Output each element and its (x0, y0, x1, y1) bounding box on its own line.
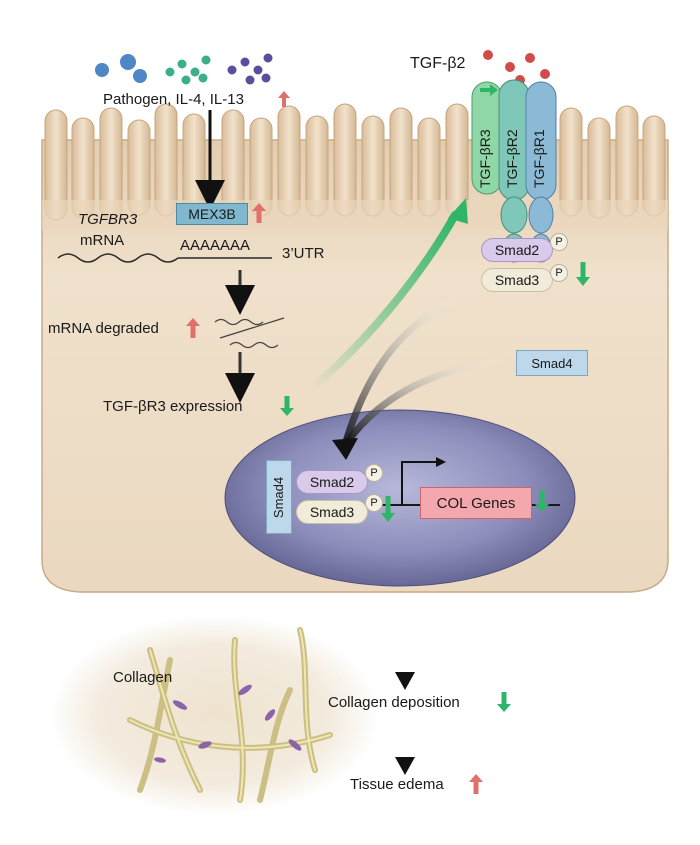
receptor-r3-label: TGF-βR3 (477, 129, 493, 188)
smad2-membrane: Smad2 (481, 238, 553, 262)
phospho-smad2-membrane: P (550, 233, 568, 251)
receptor-r1-label: TGF-βR1 (531, 129, 547, 188)
smad3-membrane: Smad3 (481, 268, 553, 292)
mex3b-up-arrow (252, 203, 266, 223)
phospho-smad3-membrane: P (550, 264, 568, 282)
phospho-smad2-nuclear: P (365, 464, 383, 482)
expression-down-arrow (280, 396, 294, 416)
degraded-wave-1 (214, 318, 264, 326)
ecm-region (50, 615, 380, 815)
degraded-label: mRNA degraded (48, 320, 159, 337)
deposition-down-arrow (497, 692, 511, 712)
il4-particles (165, 55, 211, 85)
degraded-wave-2 (229, 341, 279, 349)
expression-to-receptor-arrow (306, 211, 459, 394)
edema-up-arrow (469, 774, 483, 794)
smad3-nuclear: Smad3 (296, 500, 368, 524)
microvilli (44, 103, 666, 221)
fibroblasts (154, 684, 302, 763)
phospho-smad3-nuclear: P (365, 494, 383, 512)
mrna-wave (57, 253, 179, 263)
nuclear-smad-down-arrow (381, 496, 395, 522)
receptor-r3-arrow (480, 84, 498, 96)
membrane-smad-down-arrow (576, 262, 590, 286)
il13-particles (227, 53, 273, 85)
collagen-label: Collagen (113, 669, 173, 686)
degraded-up-arrow (186, 318, 200, 338)
mrna-label: mRNA (80, 232, 125, 249)
mex3b-box: MEX3B (176, 203, 248, 225)
collagen-fibers-highlight (129, 629, 331, 801)
smad-to-nucleus-arrow (341, 358, 514, 449)
nucleus (224, 409, 576, 587)
apical-band (42, 200, 668, 230)
gene-label: TGFBR3 (78, 211, 138, 228)
smad23-to-nucleus-arrow (341, 294, 464, 449)
expression-label: TGF-βR3 expression (103, 398, 243, 415)
transcription-start (401, 461, 440, 505)
edema-label: Tissue edema (350, 776, 444, 793)
deposition-label: Collagen deposition (328, 694, 460, 711)
smad4-nuclear-label: Smad4 (271, 476, 287, 518)
col-genes-box: COL Genes (420, 487, 532, 519)
smad4-cytoplasm-box: Smad4 (516, 350, 588, 376)
stimulus-label: Pathogen, IL-4, IL-13 (103, 91, 244, 108)
stimulus-up-arrow (278, 91, 290, 107)
receptor-r2-label: TGF-βR2 (504, 129, 520, 188)
col-genes-down-arrow (535, 490, 549, 512)
polya-label: AAAAAAA (180, 237, 251, 254)
smad4-nuclear-box: Smad4 (266, 460, 292, 534)
smad2-nuclear: Smad2 (296, 470, 368, 494)
pathogen-particles (95, 54, 147, 83)
ligand-label: TGF-β2 (410, 55, 466, 72)
utr-label: 3’UTR (282, 245, 325, 262)
